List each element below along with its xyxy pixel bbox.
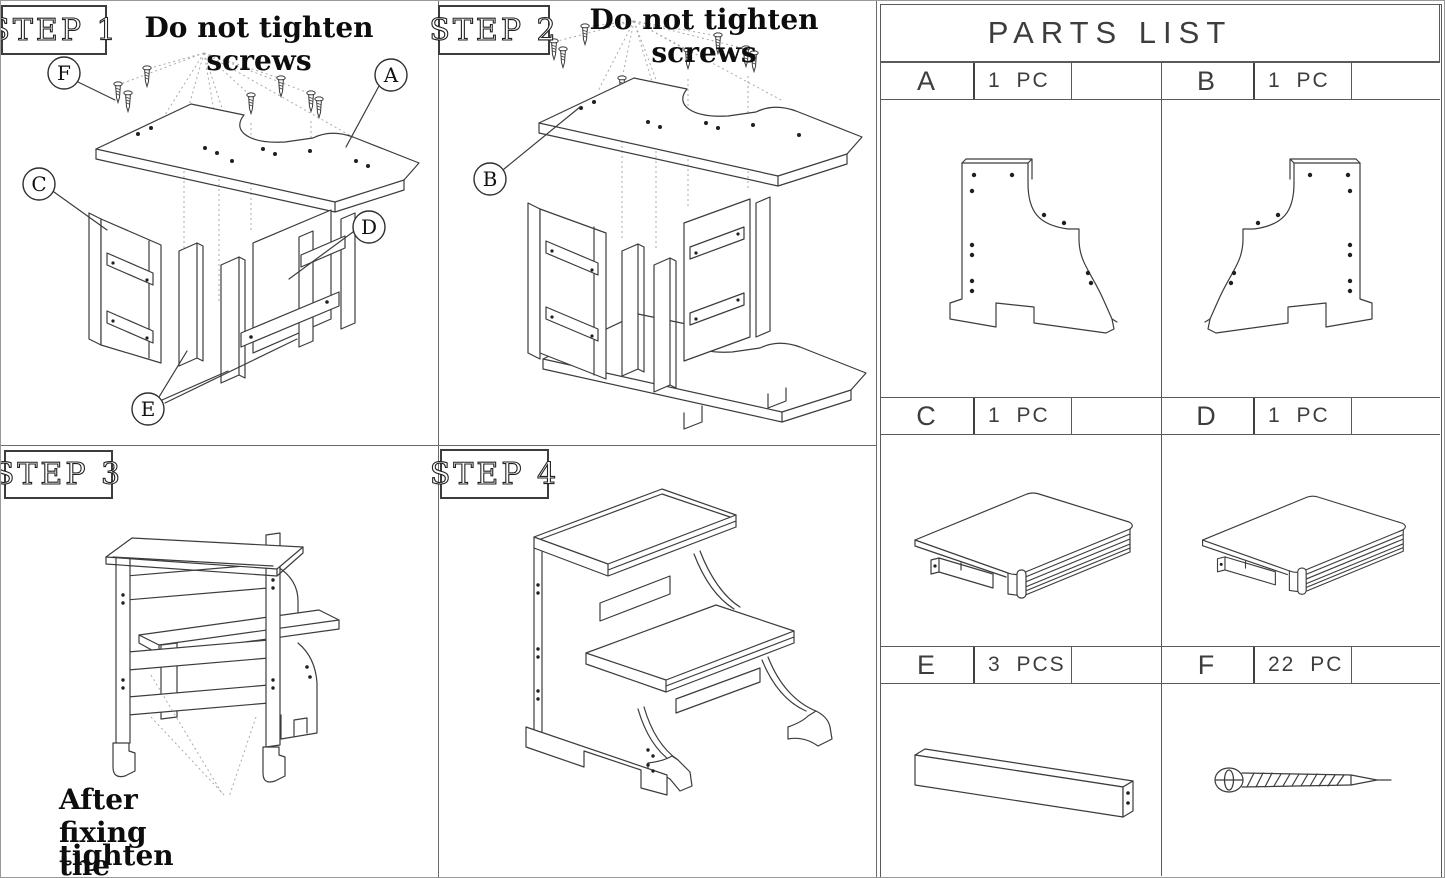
svg-text:D: D xyxy=(361,215,377,239)
callout-d: D xyxy=(352,210,386,244)
callout-leader-lines xyxy=(53,81,380,404)
front-stiles xyxy=(115,532,281,748)
step-3-label: STEP 3 xyxy=(0,456,124,492)
part-a-empty-cell xyxy=(1072,63,1160,99)
svg-text:C: C xyxy=(31,172,46,196)
step-1-note: Do not tighten screws xyxy=(144,11,374,77)
bottom-left-foot-band xyxy=(525,726,668,796)
upper-tread-icon xyxy=(913,491,1133,599)
part-a-qty-cell: 1 PC xyxy=(975,63,1072,99)
lower-under-rail xyxy=(675,667,761,714)
callout-a: A xyxy=(374,58,408,92)
horizontal-divider xyxy=(1,445,876,446)
part-f-figure-cell xyxy=(1161,684,1441,876)
left-tread-subassembly xyxy=(88,212,162,364)
step-4-label: STEP 4 xyxy=(429,456,560,492)
callout-c: C xyxy=(22,167,56,201)
part-c-qty-cell: 1 PC xyxy=(975,398,1072,434)
parts-list-title-row: PARTS LIST xyxy=(880,4,1440,62)
part-c-figure-cell xyxy=(880,435,1161,646)
step-3-note-line-1: After fixing the position xyxy=(59,783,147,878)
step-2-exploded-assembly-illustration: B xyxy=(473,20,867,430)
step-2-note: Do not tighten screws xyxy=(589,3,819,69)
step-3-assembled-upside-down-illustration xyxy=(105,532,340,798)
assembly-guide-dotted-lines xyxy=(117,52,352,301)
part-e-empty-cell xyxy=(1072,647,1160,683)
upper-side-curve xyxy=(693,550,741,610)
part-c-empty-cell xyxy=(1072,398,1160,434)
part-b-qty-cell: 1 PC xyxy=(1255,63,1352,99)
step-2-box: STEP 2 xyxy=(429,5,556,55)
right-side-panel-profile xyxy=(277,566,318,740)
step-3-note-line-2: tighten screws xyxy=(59,839,174,877)
left-tread-subassembly xyxy=(527,202,607,380)
back-apron xyxy=(125,563,269,601)
part-a-figure-cell xyxy=(880,100,1161,396)
part-c-letter-cell: C xyxy=(880,398,975,434)
part-b-empty-cell xyxy=(1352,63,1440,99)
svg-text:A: A xyxy=(383,63,399,87)
part-d-qty-cell: 1 PC xyxy=(1255,398,1352,434)
parts-header-row-cd: C 1 PC D 1 PC xyxy=(880,397,1440,435)
front-brace-boards xyxy=(127,639,270,716)
right-tread-subassembly xyxy=(240,209,356,354)
step-4-box: STEP 4 xyxy=(429,449,557,499)
middle-brace-slats xyxy=(178,242,246,384)
top-side-panel-a-flat xyxy=(95,103,420,213)
lower-tread-icon xyxy=(1201,495,1406,595)
part-f-letter-cell: F xyxy=(1160,647,1255,683)
curved-feet xyxy=(112,742,286,783)
side-panel-left-icon xyxy=(948,158,1118,334)
part-f-empty-cell xyxy=(1352,647,1440,683)
callout-f: F xyxy=(47,56,81,90)
parts-header-row-ef: E 3 PCS F 22 PC xyxy=(880,646,1440,684)
back-slat xyxy=(599,575,671,622)
part-e-letter-cell: E xyxy=(880,647,975,683)
callout-leader-line xyxy=(503,106,581,170)
step-4-finished-stool-illustration xyxy=(525,488,833,796)
top-side-panel-b-flat xyxy=(538,77,863,187)
svg-text:F: F xyxy=(57,61,71,85)
vertical-divider-parts xyxy=(876,1,877,877)
parts-header-row-ab: A 1 PC B 1 PC xyxy=(880,62,1440,100)
part-e-figure-cell xyxy=(880,684,1161,876)
parts-list-panel: PARTS LIST A 1 PC B 1 PC C 1 PC xyxy=(876,1,1444,877)
parts-list-title: PARTS LIST xyxy=(987,15,1233,50)
guide-dotted-lines xyxy=(150,674,257,798)
assembly-guide-dotted-lines xyxy=(553,20,784,251)
callout-b: B xyxy=(473,162,507,196)
part-d-figure-cell xyxy=(1161,435,1441,646)
part-d-letter-cell: D xyxy=(1160,398,1255,434)
svg-text:B: B xyxy=(483,167,498,191)
part-b-figure-cell xyxy=(1161,100,1441,396)
side-panel-right-icon xyxy=(1204,158,1373,334)
part-e-qty-cell: 3 PCS xyxy=(975,647,1072,683)
svg-text:E: E xyxy=(141,397,156,421)
top-board xyxy=(105,537,304,577)
top-step-tread xyxy=(533,488,737,577)
brace-board-icon xyxy=(913,748,1134,818)
parts-list-column-divider xyxy=(1161,62,1162,876)
screw-icon xyxy=(1214,767,1392,793)
part-b-letter-cell: B xyxy=(1160,63,1255,99)
part-d-empty-cell xyxy=(1352,398,1440,434)
step-1-label: STEP 1 xyxy=(0,12,119,48)
step-1-exploded-assembly-illustration: F A C D E xyxy=(22,52,420,426)
vertical-divider-left xyxy=(438,1,439,877)
part-f-qty-cell: 22 PC xyxy=(1255,647,1352,683)
callout-e: E xyxy=(131,392,165,426)
step-2-label: STEP 2 xyxy=(429,12,559,48)
middle-brace-slats xyxy=(621,243,677,393)
step-3-box: STEP 3 xyxy=(1,450,121,499)
left-side-panel-edge xyxy=(533,547,543,733)
step-1-box: STEP 1 xyxy=(1,5,116,55)
lower-step-tread xyxy=(585,604,795,693)
lower-right-curved-leg xyxy=(761,656,833,747)
right-tread-subassembly xyxy=(683,196,771,362)
part-a-letter-cell: A xyxy=(880,63,975,99)
